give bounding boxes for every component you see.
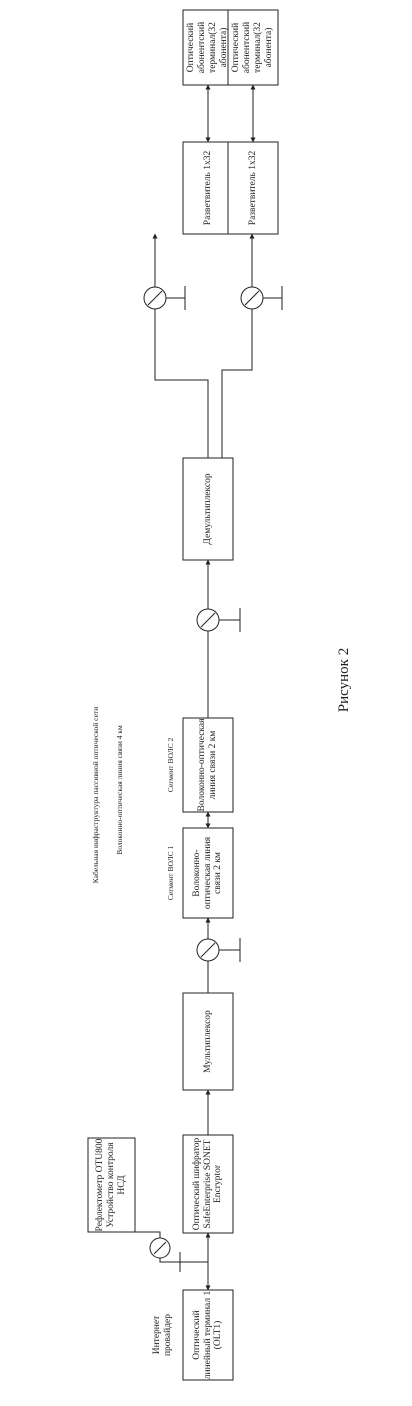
- infrastructure-label: Кабельная инфраструктура пассивной оптич…: [90, 706, 100, 884]
- splitter-left-label: Разветвитель 1x32: [202, 150, 213, 226]
- fiber2-label: Волоконно-оптическая линия связи 2 км: [197, 718, 218, 812]
- splitter-right-block: [227, 141, 279, 235]
- demux-label: Демультиплексор: [202, 473, 213, 545]
- link-demux-splitter-left: [152, 233, 209, 458]
- provider-label: Интернет провайдер: [152, 1313, 173, 1357]
- tap-symbol-main2: [196, 608, 241, 632]
- reflectometer-block: [87, 1137, 136, 1233]
- olt-label: Оптический линейный терминал 1 (OLT1): [191, 1290, 224, 1380]
- splitter-right-label: Разветвитель 1x32: [247, 150, 258, 226]
- fiber-line-label: Волоконно-оптическая линия связи 4 км: [114, 725, 124, 855]
- link-demux-splitter-right: [221, 233, 255, 458]
- link-reflectometer: [112, 1231, 208, 1263]
- mux-label: Мультиплексор: [202, 1010, 213, 1073]
- encryptor-label: Оптический шифратор SafeEnterprise SONET…: [191, 1137, 224, 1231]
- ont-right-block: [227, 9, 279, 86]
- figure-caption: Рисунок 2: [336, 647, 353, 713]
- tap-symbol-right: [240, 286, 283, 310]
- tap-symbol-reflectometer: [149, 1237, 171, 1259]
- encryptor-block: [182, 1134, 234, 1234]
- tap-symbol-left: [143, 286, 186, 310]
- olt-block: [182, 1289, 234, 1381]
- ont-left-label: Оптический абонентский терминал(32 абоне…: [186, 21, 229, 74]
- fiber1-label: Волоконно-оптическая линия связи 2 км: [191, 836, 224, 910]
- tap-symbol-main1: [196, 938, 241, 962]
- reflectometer-label: Рефлектометр OTU800 Устройство контроля …: [95, 1138, 127, 1232]
- ont-right-label: Оптический абонентский терминал(32 абоне…: [231, 21, 274, 74]
- segment1-label: Сегмент ВОЛС 1: [165, 845, 175, 901]
- demux-block: [182, 457, 234, 561]
- segment2-label: Сегмент ВОЛС 2: [165, 737, 175, 793]
- fiber1-block: [182, 827, 234, 919]
- splitter-left-block: [182, 141, 234, 235]
